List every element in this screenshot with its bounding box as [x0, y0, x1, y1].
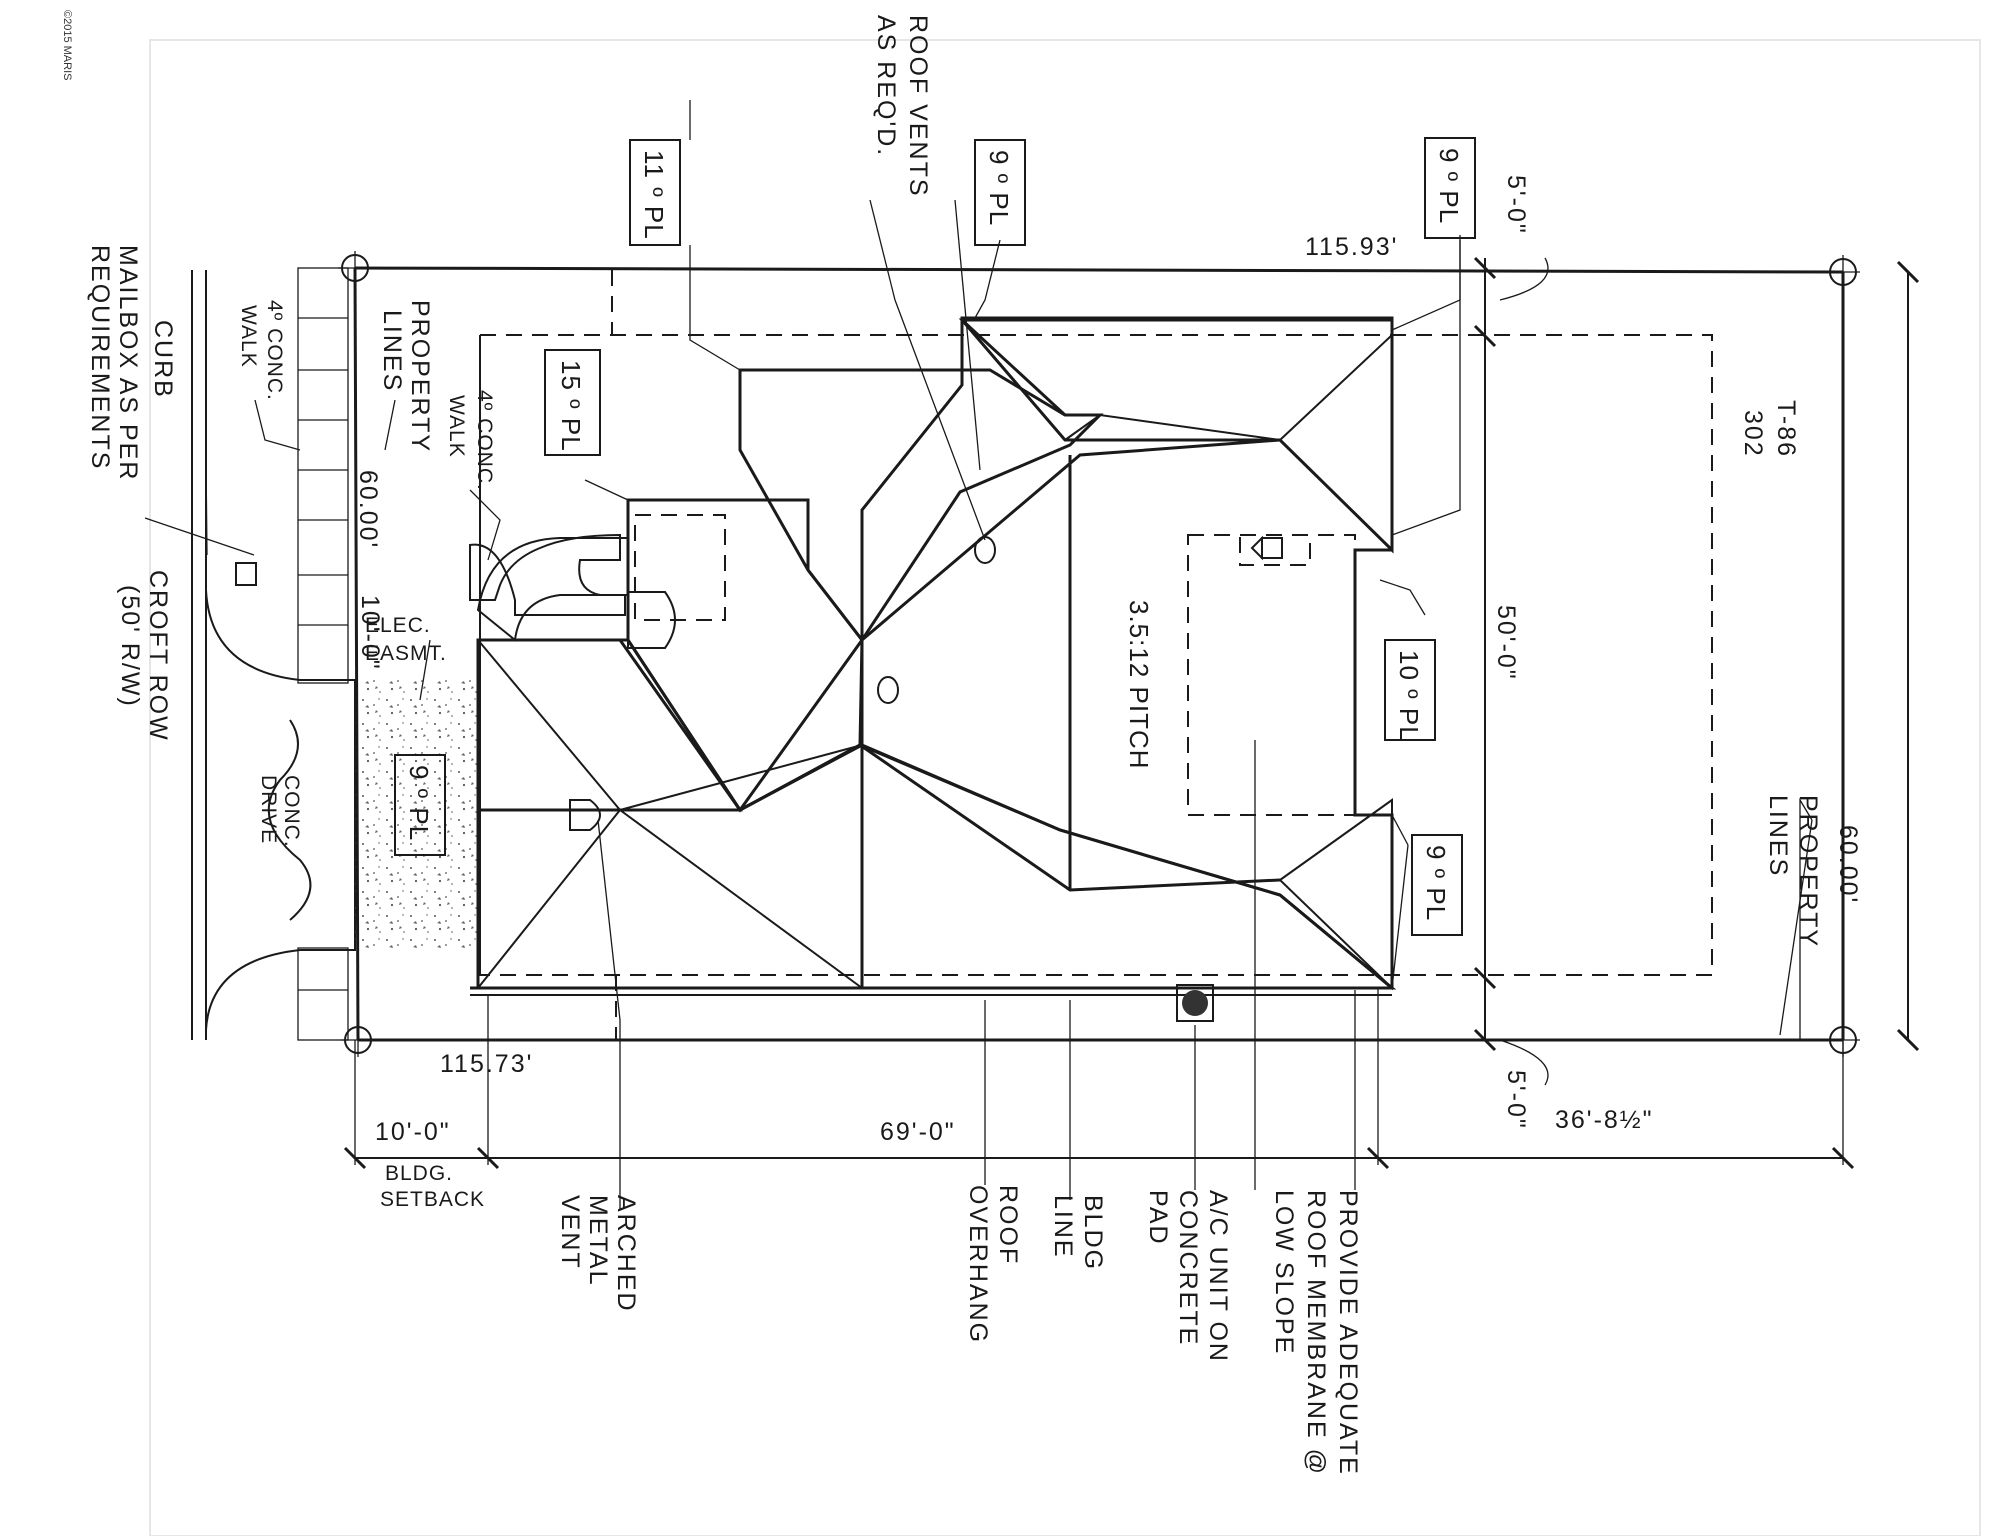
- svg-text:10 º PL: 10 º PL: [1394, 650, 1424, 742]
- house-roof-plan: [470, 316, 1397, 1022]
- entry-walk-main: [476, 537, 629, 642]
- street-curb: [191, 270, 207, 1040]
- drive-arrow-line: [267, 719, 312, 921]
- dim-house-width: 50'-0": [1492, 605, 1520, 681]
- property-lines-right-1: PROPERTY: [1794, 795, 1822, 948]
- dim-rear-width: 60.00': [1834, 825, 1862, 904]
- bldg-setback-1: BLDG.: [385, 1162, 453, 1185]
- arched-vent-2: METAL: [584, 1195, 612, 1287]
- svg-text:9 º PL: 9 º PL: [984, 150, 1014, 226]
- dim-rear-yard: 36'-8½": [1555, 1106, 1654, 1134]
- svg-text:9 º PL: 9 º PL: [404, 765, 434, 841]
- elec-easmt-2: EASMT.: [365, 642, 447, 665]
- conc-drive-2: DRIVE: [257, 775, 280, 844]
- mailbox-label-2: REQUIREMENTS: [86, 245, 114, 470]
- dim-top-line: 115.93': [1305, 233, 1398, 261]
- plate-height-2: 9 º PL: [974, 139, 1026, 246]
- setback-lines: [479, 270, 1713, 1040]
- plate-height-7: 9 º PL: [394, 754, 446, 856]
- conc-walk-left-2: WALK: [237, 305, 260, 368]
- bldg-setback-2: SETBACK: [380, 1188, 485, 1211]
- conc-walk-mid-1: 4º CONC.: [473, 390, 496, 491]
- roof-pitch-label: 3.5:12 PITCH: [1124, 600, 1154, 770]
- roof-overhang-2: OVERHANG: [964, 1185, 992, 1344]
- lot-id: T-86: [1772, 400, 1800, 458]
- membrane-3: LOW SLOPE: [1270, 1190, 1298, 1355]
- bldg-line-1: BLDG: [1079, 1195, 1107, 1271]
- lot-number: 302: [1739, 410, 1767, 458]
- conc-walk-mid-2: WALK: [445, 395, 468, 458]
- dim-front-walk: 10'-0": [356, 595, 384, 671]
- membrane-1: PROVIDE ADEQUATE: [1334, 1190, 1362, 1476]
- dim-bottom-line: 115.73': [440, 1050, 533, 1078]
- ac-unit-2: CONCRETE: [1174, 1190, 1202, 1346]
- plate-height-4: 9 º PL: [1424, 137, 1476, 239]
- dimension-lines: [343, 256, 1920, 1170]
- paper-edge: [149, 39, 1981, 1536]
- membrane-2: ROOF MEMBRANE @: [1302, 1190, 1330, 1476]
- plate-height-5: 10 º PL: [1384, 639, 1436, 742]
- plate-height-6: 9 º PL: [1411, 834, 1463, 936]
- plate-height-3: 15 º PL: [544, 349, 601, 456]
- front-sidewalk: [297, 267, 349, 1041]
- property-lines-left-1: PROPERTY: [406, 300, 434, 453]
- dim-house-depth: 69'-0": [880, 1118, 956, 1146]
- property-lines-left-2: LINES: [378, 310, 406, 392]
- roof-overhang-1: ROOF: [994, 1185, 1022, 1265]
- roof-vents-2: AS REQ'D.: [872, 15, 900, 157]
- bldg-line-2: LINE: [1049, 1195, 1077, 1259]
- ac-unit-3: PAD: [1144, 1190, 1172, 1246]
- dim-side-setback-top: 5'-0": [1502, 175, 1530, 235]
- conc-walk-left-1: 4º CONC.: [263, 300, 286, 401]
- street-row: (50' R/W): [116, 585, 144, 708]
- roof-vents-1: ROOF VENTS: [904, 15, 932, 198]
- mailbox-symbol: [235, 562, 257, 586]
- property-lines: [338, 251, 1860, 1057]
- drive-apron: [355, 680, 480, 950]
- dim-side-setback-bottom: 5'-0": [1502, 1070, 1530, 1130]
- svg-text:15 º PL: 15 º PL: [556, 360, 586, 452]
- arched-vent-3: VENT: [556, 1195, 584, 1270]
- dim-bldg-setback: 10'-0": [375, 1118, 451, 1146]
- street-name: CROFT ROW: [144, 570, 172, 742]
- dim-front-width: 60.00': [354, 470, 382, 549]
- ac-unit-1: A/C UNIT ON: [1204, 1190, 1232, 1363]
- arched-vent-1: ARCHED: [612, 1195, 640, 1313]
- svg-text:9 º PL: 9 º PL: [1434, 148, 1464, 224]
- plate-height-1: 11 º PL: [629, 139, 681, 246]
- leader-lines: [144, 100, 1813, 1210]
- svg-text:11 º PL: 11 º PL: [639, 150, 669, 240]
- svg-text:9 º PL: 9 º PL: [1421, 845, 1451, 921]
- curb-label: CURB: [149, 320, 177, 399]
- elec-easmt-1: ELEC.: [365, 614, 431, 637]
- watermark: ©2015 MARIS: [61, 10, 73, 80]
- conc-drive-1: CONC.: [280, 775, 303, 848]
- mailbox-label-1: MAILBOX AS PER: [114, 245, 142, 481]
- entry-walk: [469, 533, 626, 616]
- property-lines-right-2: LINES: [1764, 795, 1792, 877]
